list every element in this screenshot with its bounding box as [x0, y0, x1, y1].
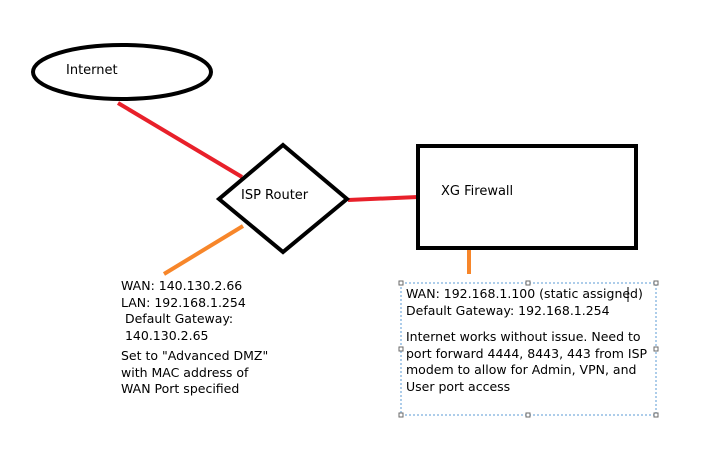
firewall-gateway: Default Gateway: 192.168.1.254	[406, 302, 610, 318]
router-note-connector	[162, 224, 245, 276]
internet-node	[31, 43, 213, 101]
router-wan-address: WAN: 140.130.2.66	[121, 278, 243, 293]
internet-label: Internet	[66, 63, 118, 78]
selection-handles[interactable]	[398, 280, 659, 418]
dmz-note-line: with MAC address of	[121, 364, 249, 380]
issue-note-line: port forward 4444, 8443, 443 from ISP	[406, 345, 648, 361]
xg-firewall-label: XG Firewall	[441, 184, 514, 199]
firewall-notes[interactable]: WAN: 192.168.1.100 (static assigned) Def…	[406, 286, 647, 395]
dmz-note-line: WAN Port specified	[121, 381, 240, 396]
router-to-firewall-link	[347, 195, 419, 202]
router-gateway-label: Default Gateway:	[121, 311, 234, 326]
xg-firewall-node	[416, 144, 638, 250]
isp-router-node	[215, 142, 351, 255]
router-gateway-value: 140.130.2.65	[121, 327, 209, 343]
firewall-wan-address: WAN: 192.168.1.100 (static assigned)	[406, 286, 643, 301]
router-lan-address: LAN: 192.168.1.254	[121, 294, 246, 310]
isp-router-notes: WAN: 140.130.2.66 LAN: 192.168.1.254 Def…	[121, 278, 268, 398]
dmz-note-line: Set to "Advanced DMZ"	[121, 348, 269, 363]
issue-note-line: Internet works without issue. Need to	[406, 329, 641, 344]
issue-note-line: User port access	[406, 378, 511, 394]
issue-note-line: modem to allow for Admin, VPN, and	[406, 362, 637, 377]
internet-to-router-link	[116, 101, 244, 179]
isp-router-label: ISP Router	[241, 188, 309, 203]
